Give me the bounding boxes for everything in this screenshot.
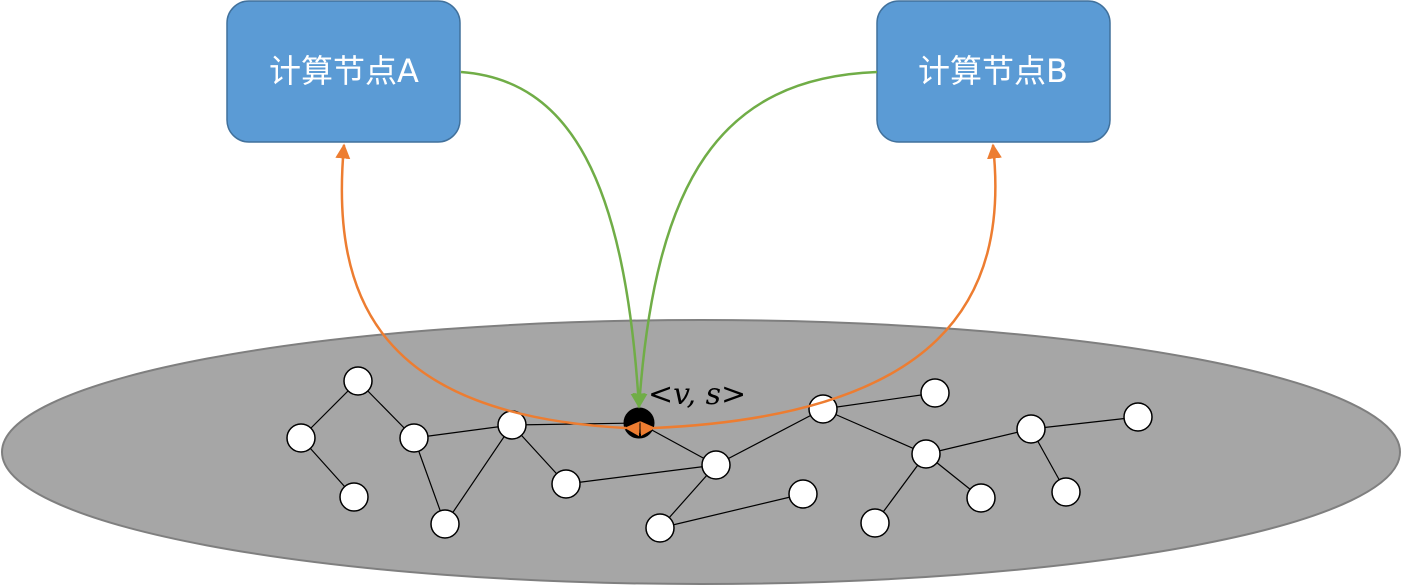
graph-edge (413, 437, 446, 525)
graph-edge (444, 424, 513, 525)
compute-node-b-label: 计算节点B (918, 52, 1068, 90)
graph-plane (1, 319, 1401, 585)
graph-vertex (645, 513, 675, 543)
compute-node-b-box (876, 0, 1111, 143)
highlighted-vertex-label: <v, s> (648, 377, 746, 412)
graph-edge (1030, 416, 1139, 430)
compute-node-a-label: 计算节点A (269, 52, 419, 90)
graph-vertex (286, 423, 316, 453)
compute-node-a[interactable]: 计算节点A (226, 0, 461, 143)
graph-vertex (497, 410, 527, 440)
graph-edge (565, 464, 717, 485)
graph-vertex (1051, 477, 1081, 507)
graph-vertex (339, 482, 369, 512)
highlighted-vertex (623, 407, 655, 439)
compute-node-a-box (226, 0, 461, 143)
graph-vertex (1123, 402, 1153, 432)
graph-vertex (430, 509, 460, 539)
graph-vertex (343, 366, 373, 396)
graph-vertex (701, 450, 731, 480)
graph-edge (925, 428, 1032, 455)
response-arrow-b (640, 143, 1002, 437)
compute-node-b[interactable]: 计算节点B (876, 0, 1111, 143)
graph-vertex (966, 483, 996, 513)
graph-vertex (1016, 414, 1046, 444)
graph-vertex (860, 508, 890, 538)
graph-vertex (551, 469, 581, 499)
response-arrow-a (335, 143, 640, 437)
graph-vertex (920, 378, 950, 408)
graph-vertex (788, 479, 818, 509)
graph-vertex (911, 439, 941, 469)
graph-edge (659, 493, 804, 529)
graph-vertex (399, 423, 429, 453)
